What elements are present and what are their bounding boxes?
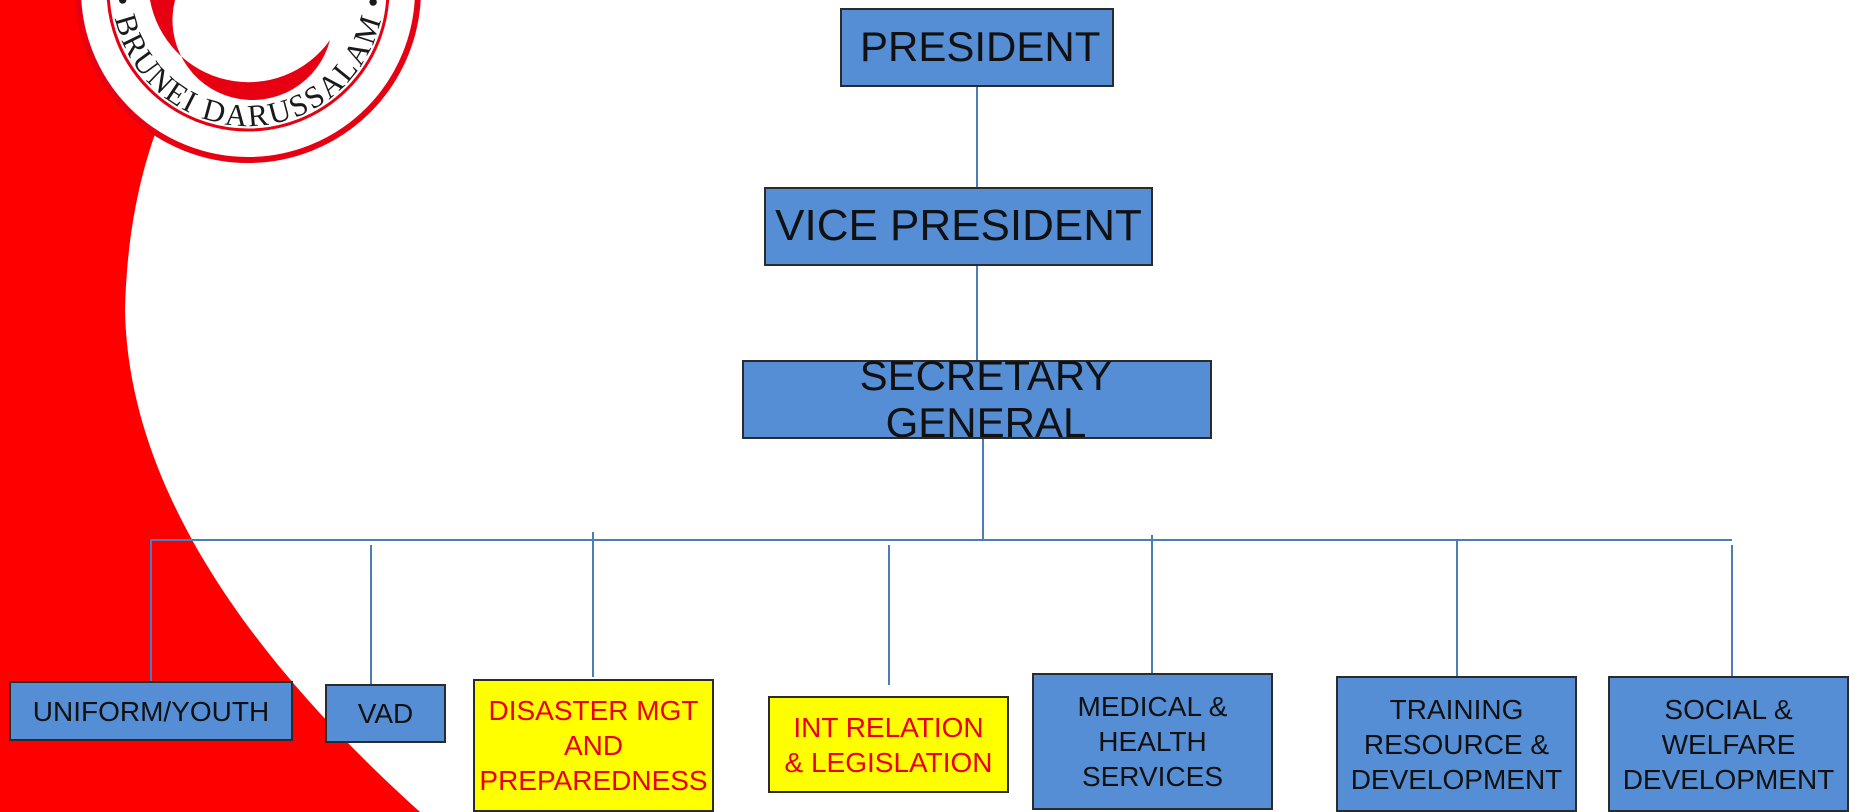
dept-int-relation-box: INT RELATION & LEGISLATION: [768, 696, 1009, 793]
president-label: PRESIDENT: [860, 23, 1101, 71]
dept-vad-box: VAD: [325, 684, 446, 743]
connector-horizontal-bus: [150, 539, 1732, 541]
dept-label: MEDICAL & HEALTH SERVICES: [1077, 691, 1228, 792]
secretary-general-box: SECRETARY GENERAL: [742, 353, 1212, 445]
connector-drop-social: [1731, 545, 1733, 678]
dept-label: VAD: [357, 698, 414, 729]
secretary-general-label: SECRETARY GENERAL: [859, 352, 1113, 446]
dept-training-box: TRAINING RESOURCE & DEVELOPMENT: [1336, 676, 1577, 812]
connector-vp-secgen: [976, 265, 978, 360]
connector-drop-disaster: [592, 532, 594, 677]
logo: • BRUNEI DARUSSALAM •: [75, 0, 421, 163]
connector-drop-vad: [370, 545, 372, 685]
dept-label: UNIFORM/YOUTH: [32, 695, 270, 727]
connector-drop-training: [1456, 539, 1458, 679]
dept-social-box: SOCIAL & WELFARE DEVELOPMENT: [1608, 676, 1849, 812]
vice-president-label: VICE PRESIDENT: [775, 201, 1142, 251]
dept-label: TRAINING RESOURCE & DEVELOPMENT: [1350, 693, 1563, 795]
connector-drop-uniform: [150, 539, 152, 681]
connector-drop-intrel: [888, 545, 890, 685]
red-sweep-shape: [0, 0, 420, 812]
connector-secgen-trunk: [982, 438, 984, 540]
president-box: PRESIDENT: [840, 8, 1114, 87]
dept-label: SOCIAL & WELFARE DEVELOPMENT: [1622, 693, 1835, 795]
vice-president-box: VICE PRESIDENT: [764, 187, 1153, 266]
dept-uniform-youth-box: UNIFORM/YOUTH: [9, 681, 293, 741]
dept-disaster-box: DISASTER MGT AND PREPAREDNESS: [473, 679, 714, 812]
dept-label: DISASTER MGT AND PREPAREDNESS: [479, 695, 708, 796]
connector-drop-medical: [1151, 535, 1153, 675]
dept-medical-box: MEDICAL & HEALTH SERVICES: [1032, 673, 1273, 810]
logo-ring: [75, 0, 421, 163]
crescent-icon: [150, 0, 330, 101]
dept-label: INT RELATION & LEGISLATION: [784, 711, 993, 778]
connector-president-vp: [976, 86, 978, 188]
